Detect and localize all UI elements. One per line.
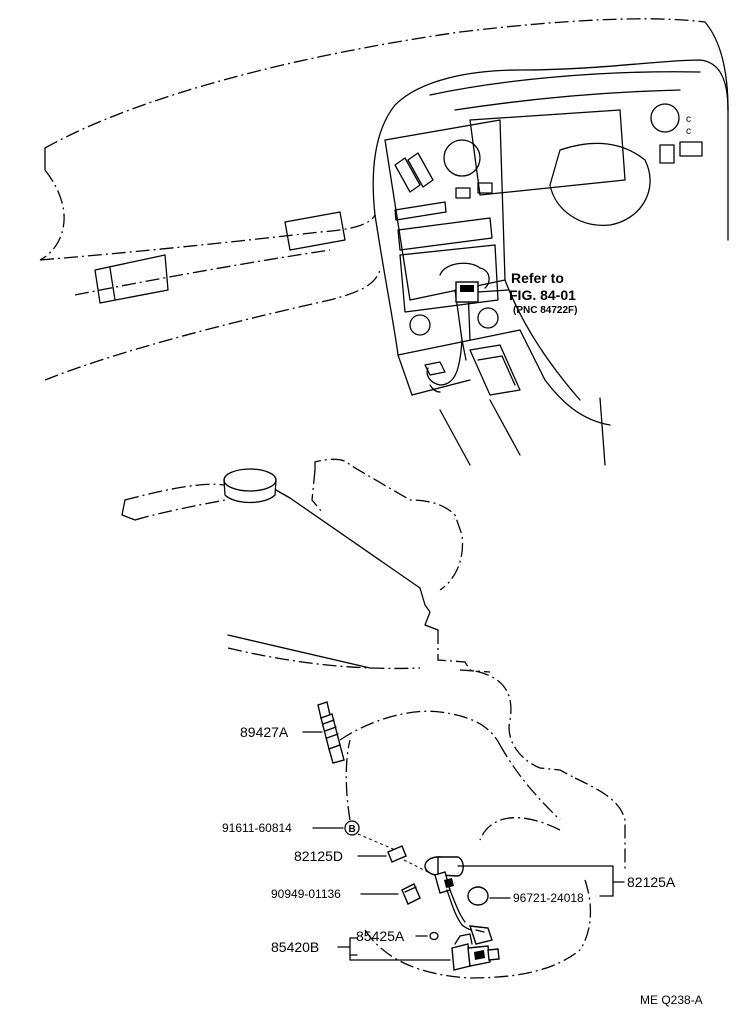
label-91611-60814: 91611-60814 (222, 821, 292, 835)
label-96721-24018: 96721-24018 (513, 891, 584, 905)
label-89427A: 89427A (240, 724, 289, 740)
reference-line-1: Refer to (511, 270, 564, 286)
marker-B: B (349, 824, 356, 835)
part-91611-60814: 91611-60814 B (222, 820, 401, 853)
part-89427A: 89427A (240, 701, 345, 764)
part-82125A: 82125A (424, 856, 676, 897)
reference-line-2: FIG. 84-01 (509, 287, 576, 303)
svg-text:c: c (686, 126, 691, 137)
reference-note: Refer to FIG. 84-01 (PNC 84722F) (477, 270, 577, 316)
wire-harness (446, 889, 493, 945)
figure-code: ME Q238-A (640, 993, 703, 1007)
reference-line-3: (PNC 84722F) (513, 305, 577, 316)
label-82125D: 82125D (294, 848, 343, 864)
part-90949-01136: 90949-01136 (271, 883, 421, 905)
part-85425A: 85425A (349, 928, 439, 956)
label-90949-01136: 90949-01136 (271, 887, 341, 901)
label-85420B: 85420B (271, 939, 319, 955)
dashboard-illustration: c c (39, 18, 729, 466)
part-96721-24018: 96721-24018 (467, 886, 584, 906)
part-82125D: 82125D (294, 845, 429, 873)
svg-text:c: c (686, 114, 691, 125)
engine-illustration (121, 458, 626, 979)
part-85420B: 85420B (271, 933, 500, 971)
label-85425A: 85425A (356, 928, 405, 944)
label-82125A: 82125A (627, 874, 676, 890)
